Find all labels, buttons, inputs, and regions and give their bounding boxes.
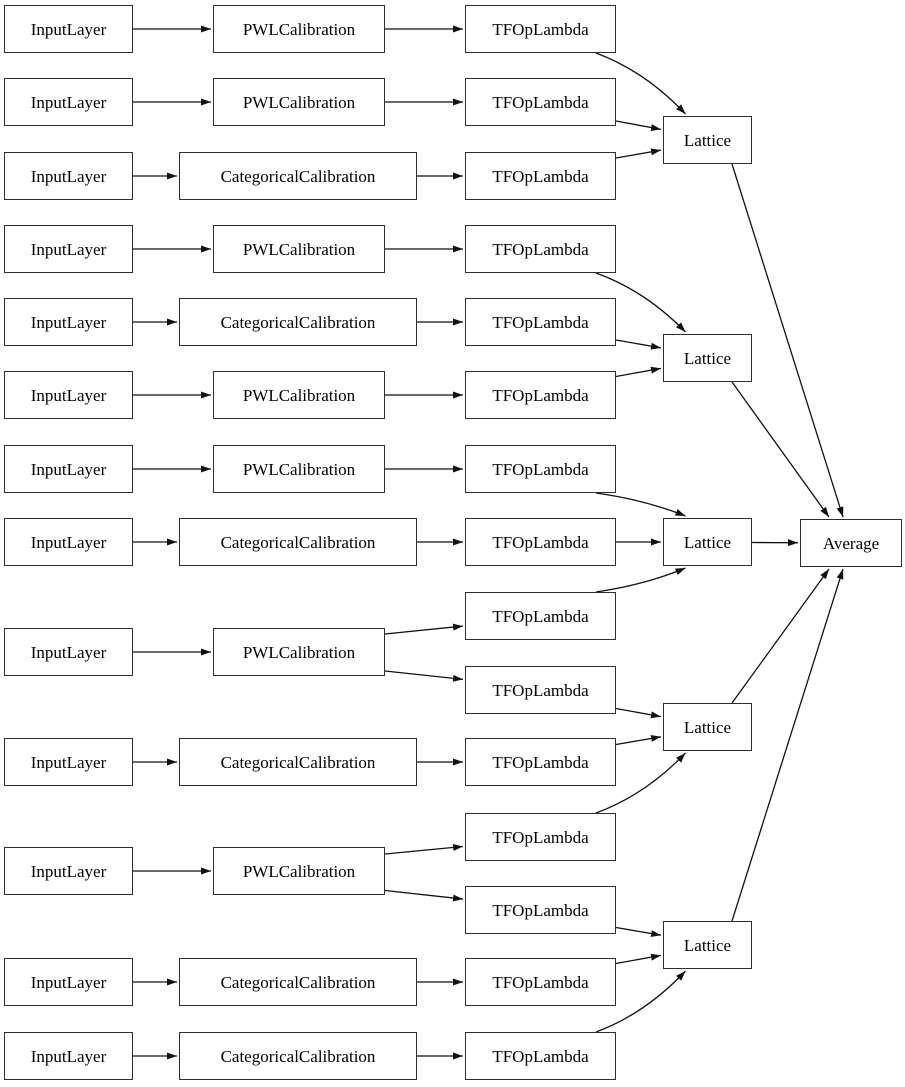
- node-inputlayer-il2: InputLayer: [4, 78, 133, 126]
- node-tfoplambda-t1: TFOpLambda: [465, 5, 616, 53]
- node-tfoplambda-t5: TFOpLambda: [465, 298, 616, 346]
- edge-c11-t12: [384, 843, 464, 855]
- node-lattice-lat1: Lattice: [663, 116, 752, 164]
- node-tfoplambda-t8: TFOpLambda: [465, 518, 616, 566]
- node-pwlcalibration-c6: PWLCalibration: [213, 371, 385, 419]
- node-tfoplambda-t15: TFOpLambda: [465, 1032, 616, 1080]
- node-inputlayer-il11: InputLayer: [4, 847, 133, 895]
- edge-t9-lat3: [595, 567, 686, 593]
- edge-c9-t10: [384, 670, 464, 682]
- node-tfoplambda-t3: TFOpLambda: [465, 152, 616, 200]
- node-tfoplambda-t13: TFOpLambda: [465, 886, 616, 934]
- node-categoricalcalibration-c3: CategoricalCalibration: [179, 152, 417, 200]
- node-categoricalcalibration-c13: CategoricalCalibration: [179, 1032, 417, 1080]
- node-categoricalcalibration-c10: CategoricalCalibration: [179, 738, 417, 786]
- node-pwlcalibration-c4: PWLCalibration: [213, 225, 385, 273]
- node-tfoplambda-t4: TFOpLambda: [465, 225, 616, 273]
- edge-t11-lat4: [615, 735, 662, 746]
- edge-t7-lat3: [595, 492, 686, 517]
- node-inputlayer-il3: InputLayer: [4, 152, 133, 200]
- node-categoricalcalibration-c5: CategoricalCalibration: [179, 298, 417, 346]
- node-tfoplambda-t9: TFOpLambda: [465, 592, 616, 640]
- node-tfoplambda-t12: TFOpLambda: [465, 813, 616, 861]
- node-inputlayer-il6: InputLayer: [4, 371, 133, 419]
- node-lattice-lat4: Lattice: [663, 703, 752, 751]
- node-pwlcalibration-c1: PWLCalibration: [213, 5, 385, 53]
- edge-t5-lat2: [615, 339, 662, 350]
- edge-c9-t9: [384, 623, 464, 635]
- node-inputlayer-il7: InputLayer: [4, 445, 133, 493]
- node-categoricalcalibration-c12: CategoricalCalibration: [179, 958, 417, 1006]
- node-pwlcalibration-c7: PWLCalibration: [213, 445, 385, 493]
- node-tfoplambda-t10: TFOpLambda: [465, 666, 616, 714]
- node-inputlayer-il9: InputLayer: [4, 628, 133, 676]
- node-inputlayer-il5: InputLayer: [4, 298, 133, 346]
- node-pwlcalibration-c9: PWLCalibration: [213, 628, 385, 676]
- edge-lat4-avg: [731, 568, 830, 704]
- node-lattice-lat3: Lattice: [663, 518, 752, 566]
- node-inputlayer-il8: InputLayer: [4, 518, 133, 566]
- edge-t14-lat5: [615, 953, 662, 965]
- edge-t3-lat1: [615, 148, 662, 159]
- edge-lat2-avg: [731, 381, 830, 518]
- node-pwlcalibration-c11: PWLCalibration: [213, 847, 385, 895]
- node-inputlayer-il1: InputLayer: [4, 5, 133, 53]
- edge-t2-lat1: [615, 120, 662, 131]
- node-lattice-lat5: Lattice: [663, 921, 752, 969]
- node-lattice-lat2: Lattice: [663, 334, 752, 382]
- node-inputlayer-il12: InputLayer: [4, 958, 133, 1006]
- node-pwlcalibration-c2: PWLCalibration: [213, 78, 385, 126]
- edge-t13-lat5: [615, 926, 662, 937]
- node-tfoplambda-t2: TFOpLambda: [465, 78, 616, 126]
- node-inputlayer-il13: InputLayer: [4, 1032, 133, 1080]
- edge-t10-lat4: [615, 707, 662, 719]
- node-tfoplambda-t6: TFOpLambda: [465, 371, 616, 419]
- node-tfoplambda-t14: TFOpLambda: [465, 958, 616, 1006]
- node-inputlayer-il4: InputLayer: [4, 225, 133, 273]
- node-inputlayer-il10: InputLayer: [4, 738, 133, 786]
- edge-t6-lat2: [615, 366, 662, 378]
- node-categoricalcalibration-c8: CategoricalCalibration: [179, 518, 417, 566]
- node-average-avg: Average: [800, 519, 902, 567]
- node-tfoplambda-t11: TFOpLambda: [465, 738, 616, 786]
- node-tfoplambda-t7: TFOpLambda: [465, 445, 616, 493]
- edge-c11-t13: [384, 889, 464, 902]
